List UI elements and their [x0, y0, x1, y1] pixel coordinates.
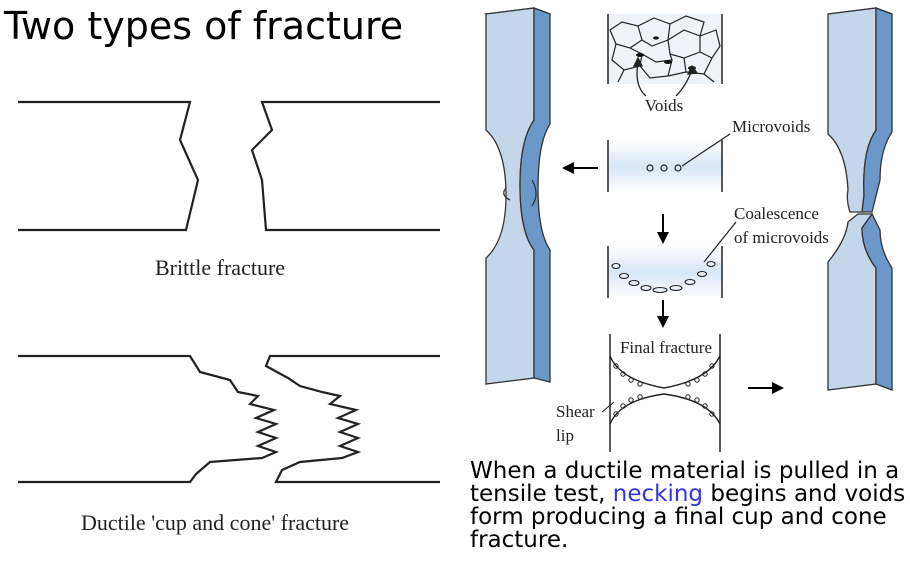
arrow-down-icon: [657, 300, 669, 328]
arrow-down-icon: [657, 214, 669, 244]
fractured-specimen: [827, 7, 893, 391]
microvoids-panel: [607, 133, 731, 192]
caption-text-2: begins and voids form producing a final …: [470, 481, 906, 553]
ductile-label: Ductile 'cup and cone' fracture: [81, 510, 349, 535]
coalescence-panel: [607, 221, 737, 298]
ductile-left-bar: [18, 354, 280, 484]
coalescence-label-line1: Coalescence: [734, 204, 819, 223]
brittle-fracture-figure: [18, 100, 440, 232]
ductile-fracture-figure: [18, 354, 440, 484]
caption-text-1: When a ductile material is pulled in a t…: [470, 458, 900, 507]
brittle-label: Brittle fracture: [155, 255, 285, 280]
slide-title: Two types of fracture: [4, 4, 404, 48]
arrow-left-icon: [562, 162, 598, 174]
microvoids-label: Microvoids: [732, 117, 810, 136]
final-fracture-label: Final fracture: [620, 338, 712, 357]
voids-panel: [607, 14, 723, 97]
brittle-right-bar: [250, 100, 440, 232]
arrow-right-icon: [748, 382, 784, 394]
voids-label: Voids: [645, 96, 683, 115]
coalescence-label-line2: of microvoids: [734, 228, 829, 247]
ductile-right-bar: [264, 354, 440, 484]
shear-lip-label-line2: lip: [556, 426, 574, 445]
shear-lip-label-line1: Shear: [556, 402, 595, 421]
final-fracture-panel: [601, 334, 721, 452]
necking-highlight: necking: [612, 481, 704, 507]
necked-specimen: [483, 7, 551, 385]
caption: When a ductile material is pulled in a t…: [470, 460, 910, 552]
brittle-left-bar: [18, 100, 200, 232]
